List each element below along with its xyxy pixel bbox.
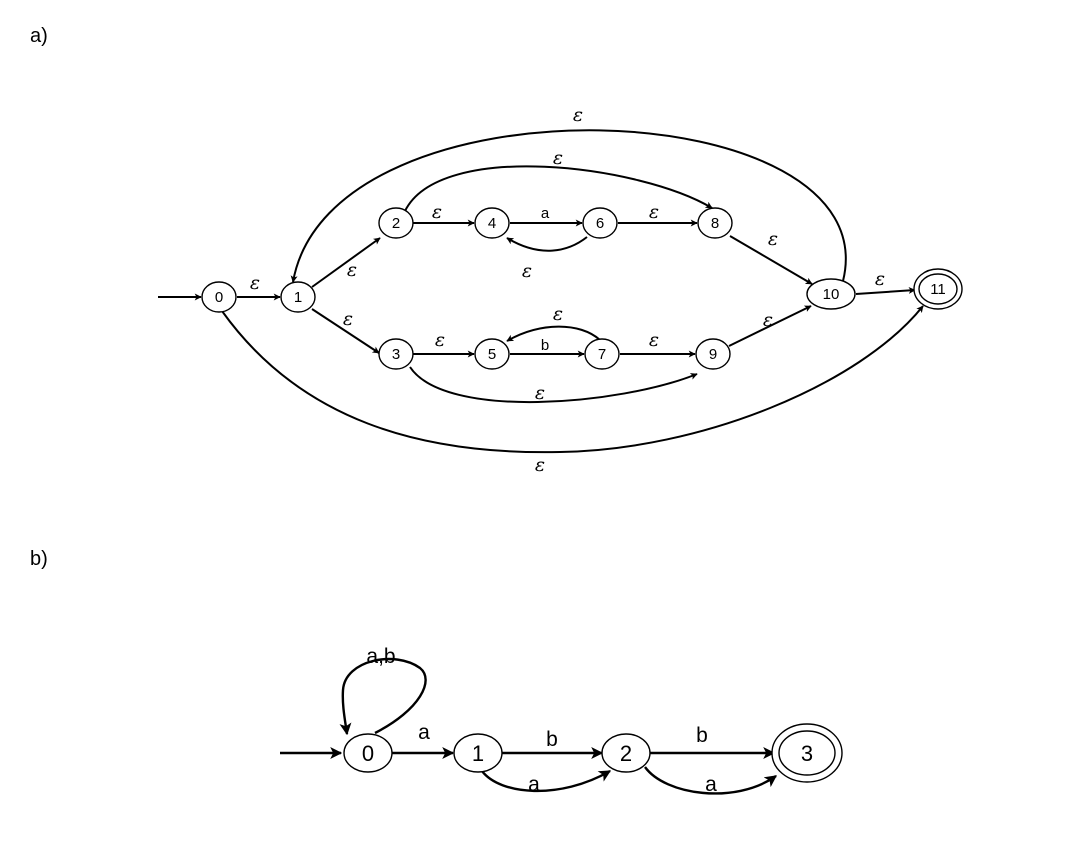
edge-3-9 <box>409 366 698 403</box>
edge-b-1-2-a <box>481 769 612 793</box>
edge-9-10 <box>728 305 812 347</box>
label-b-1-2-b: b <box>546 728 558 751</box>
state-b-3 <box>778 730 836 776</box>
state-b-2 <box>601 733 651 773</box>
label-2-4: ε <box>432 201 442 223</box>
label-4-6: a <box>541 205 550 222</box>
state-a-10-label: 10 <box>823 286 840 303</box>
state-a-4-label: 4 <box>488 215 496 232</box>
edge-10-11 <box>855 286 916 295</box>
label-10-11: ε <box>875 268 885 290</box>
state-a-11 <box>918 273 958 305</box>
state-a-1-label: 1 <box>294 289 302 306</box>
label-2-8: ε <box>553 147 563 169</box>
state-a-8-label: 8 <box>711 215 719 232</box>
state-a-4 <box>474 207 510 239</box>
state-b-1-label: 1 <box>472 741 484 766</box>
state-a-9-label: 9 <box>709 346 717 363</box>
state-b-1 <box>453 733 503 773</box>
label-b-2-3-a: a <box>705 773 717 796</box>
label-0-11: ε <box>535 454 545 476</box>
label-8-10: ε <box>768 228 778 250</box>
nfa-diagram-b: 0 1 2 3 a,b a b a b a <box>280 645 843 796</box>
state-b-0 <box>343 733 393 773</box>
label-b-loop: a,b <box>366 645 395 668</box>
label-3-5: ε <box>435 329 445 351</box>
label-3-9: ε <box>535 382 545 404</box>
state-a-6 <box>582 207 618 239</box>
state-a-10 <box>806 278 856 310</box>
edge-10-1 <box>290 129 847 283</box>
state-a-0-label: 0 <box>215 289 223 306</box>
state-a-1 <box>280 281 316 313</box>
state-a-7 <box>584 338 620 370</box>
state-a-9 <box>695 338 731 370</box>
state-a-5 <box>474 338 510 370</box>
edge-8-10 <box>729 235 813 285</box>
state-a-11-label: 11 <box>930 281 946 298</box>
state-a-0 <box>201 281 237 313</box>
edge-0-11 <box>221 305 924 454</box>
edge-1-2 <box>311 237 381 288</box>
edge-2-8 <box>404 165 713 212</box>
edge-6-4 <box>506 236 588 252</box>
label-b-2-3-b: b <box>696 724 708 747</box>
label-1-3: ε <box>343 308 353 330</box>
label-6-4: ε <box>522 260 532 282</box>
state-a-7-label: 7 <box>598 346 606 363</box>
edge-7-5 <box>506 325 601 342</box>
label-1-2: ε <box>347 259 357 281</box>
nfa-diagram-a: 0 1 2 3 4 5 6 7 8 9 10 11 ε ε ε ε a ε ε … <box>158 104 963 476</box>
label-9-10: ε <box>763 309 773 331</box>
label-7-5: ε <box>553 303 563 325</box>
state-a-3-label: 3 <box>392 346 400 363</box>
label-7-9: ε <box>649 329 659 351</box>
state-a-5-label: 5 <box>488 346 496 363</box>
state-b-3-label: 3 <box>801 741 813 766</box>
state-a-2-label: 2 <box>392 215 400 232</box>
label-5-7: b <box>541 337 549 354</box>
label-10-1: ε <box>573 104 583 126</box>
edge-b-0-0-loop <box>339 657 427 736</box>
label-b-0-1: a <box>418 721 430 744</box>
state-a-8 <box>697 207 733 239</box>
state-a-6-label: 6 <box>596 215 604 232</box>
state-b-0-label: 0 <box>362 741 374 766</box>
part-b-label: b) <box>30 548 48 570</box>
state-a-2 <box>378 207 414 239</box>
part-a-label: a) <box>30 25 48 47</box>
state-b-2-label: 2 <box>620 741 632 766</box>
edge-1-3 <box>311 308 380 354</box>
edge-b-2-3-a <box>644 766 777 795</box>
state-a-3 <box>378 338 414 370</box>
label-b-1-2-a: a <box>528 773 540 796</box>
label-6-8: ε <box>649 201 659 223</box>
label-0-1: ε <box>250 272 260 294</box>
